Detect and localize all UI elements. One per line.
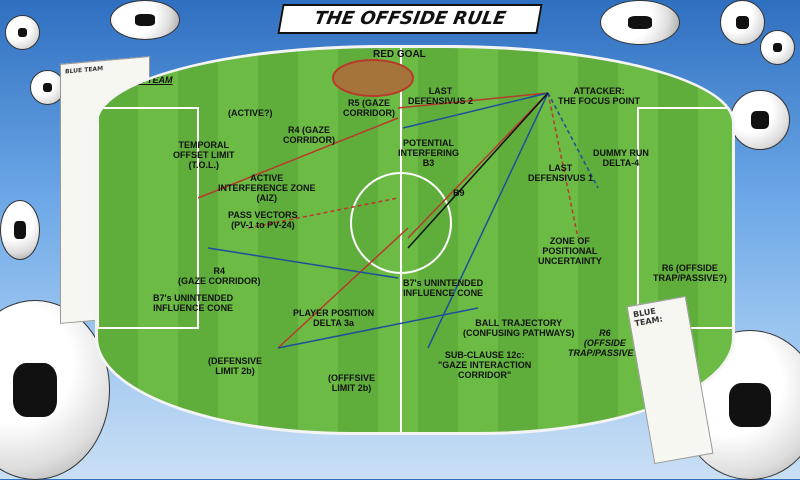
soccer-ball — [760, 30, 795, 65]
red-goal-zone — [332, 59, 414, 97]
label-ball-trajectory: BALL TRAJECTORY (CONFUSING PATHWAYS) — [463, 318, 575, 338]
label-r4: R4 (GAZE CORRIDOR) — [178, 266, 261, 286]
label-offensive-limit: (OFFFSIVE LIMIT 2b) — [328, 373, 375, 393]
red-goal-label: RED GOAL — [373, 49, 426, 60]
soccer-ball — [600, 0, 680, 45]
blue-team-label: BLUE TEAM — [120, 75, 173, 85]
red-arrow — [277, 227, 409, 349]
soccer-ball — [720, 0, 765, 45]
red-arrow — [407, 92, 549, 239]
red-arrows — [197, 92, 579, 349]
blue-arrow — [402, 92, 549, 129]
label-attacker: ATTACKER: THE FOCUS POINT — [558, 86, 641, 106]
red-arrow — [397, 92, 549, 109]
center-circle — [350, 172, 452, 274]
soccer-ball — [0, 200, 40, 260]
label-zone-uncertainty: ZONE OF POSITIONAL UNCERTAINTY — [538, 236, 602, 266]
label-delta-3a: PLAYER POSITION DELTA 3a — [293, 308, 375, 328]
soccer-ball — [5, 15, 40, 50]
label-r5: R5 (GAZE CORRIDOR) — [343, 98, 395, 118]
label-b3: POTENTIAL INTERFERING B3 — [398, 138, 460, 168]
soccer-ball — [0, 300, 110, 480]
label-r4-top: R4 (GAZE CORRIDOR) — [283, 125, 335, 145]
blue-arrow — [277, 307, 479, 349]
soccer-ball — [730, 90, 790, 150]
label-b9: B9 — [453, 188, 465, 198]
soccer-ball — [110, 0, 180, 40]
right-penalty-box — [637, 107, 732, 329]
red-dashed-arrow — [547, 92, 579, 239]
label-r6-top: R6 (OFFSIDE TRAP/PASSIVE?) — [653, 263, 727, 283]
blue-arrow — [207, 247, 399, 279]
label-b7-cone: B7's UNINTENDED INFLUENCE CONE — [403, 278, 484, 298]
label-sub-clause: SUB-CLAUSE 12c: "GAZE INTERACTION CORRID… — [438, 350, 532, 380]
blue-arrow — [427, 92, 549, 349]
label-last-def-2: LAST DEFENSIVUS 2 — [408, 86, 474, 106]
label-dummy-run: DUMMY RUN DELTA-4 — [593, 148, 649, 168]
pitch-lines — [98, 48, 732, 432]
label-last-def-1: LAST DEFENSIVUS 1 — [528, 163, 594, 183]
pitch-diagram: RED GOAL BLUE TEAM (ACTIVE?) R5 (GAZE CO… — [95, 45, 735, 435]
label-r6: R6 (OFFSIDE TRAP/PASSIVE?) — [568, 328, 642, 358]
label-pass-vectors: PASS VECTORS (PV-1 to PV-24) — [228, 210, 298, 230]
blue-dashed-arrow — [547, 92, 599, 189]
blue-arrows — [207, 92, 599, 349]
label-aiz: ACTIVE INTERFERENCE ZONE (AIZ) — [218, 173, 316, 203]
left-penalty-box — [98, 107, 199, 329]
title-banner: THE OFFSIDE RULE — [277, 4, 543, 34]
label-defensive-limit: (DEFENSIVE LIMIT 2b) — [208, 356, 263, 376]
label-active: (ACTIVE?) — [228, 108, 273, 118]
label-tol: TEMPORAL OFFSET LIMIT (T.O.L.) — [173, 140, 235, 170]
red-dashed-arrow — [247, 197, 399, 229]
label-b7-cone-left: B7's UNINTENDED INFLUENCE CONE — [153, 293, 234, 313]
black-arrow — [407, 92, 549, 249]
red-arrow — [197, 117, 399, 199]
